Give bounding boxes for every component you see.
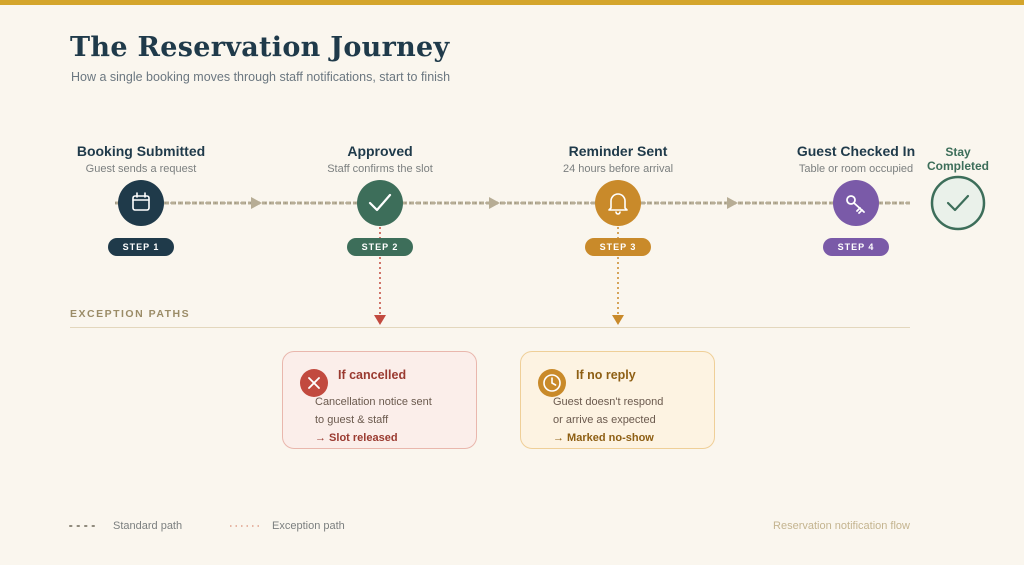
clock-icon-badge [538, 369, 566, 397]
step-desc-4: Table or room occupied [798, 163, 914, 175]
exception-arrowhead-cancel [374, 315, 386, 325]
step-node-3 [595, 180, 641, 226]
page-subtitle: How a single booking moves through staff… [71, 70, 451, 84]
step-title-4: Guest Checked In [796, 143, 916, 159]
footer-note: Reservation notification flow [773, 520, 910, 532]
step-desc-3: 24 hours before arrival [562, 163, 674, 175]
card-line-noreply-2: or arrive as expected [553, 414, 656, 426]
step-node-4 [833, 180, 879, 226]
key-icon [846, 195, 865, 214]
section-divider [70, 327, 910, 328]
final-title: Stay Completed [913, 145, 1003, 173]
exception-card-noreply: If no reply Guest doesn't respond or arr… [520, 351, 715, 449]
exception-card-cancel: If cancelled Cancellation notice sent to… [282, 351, 477, 449]
step-badge-2: STEP 2 [347, 238, 413, 256]
step-node-1 [118, 180, 164, 226]
arrowhead-1 [251, 197, 262, 209]
card-line-cancel-1: Cancellation notice sent [315, 396, 432, 408]
bell-icon [608, 193, 628, 215]
step-desc-2: Staff confirms the slot [327, 163, 433, 175]
clock-icon [543, 374, 561, 392]
final-title-line2: Completed [926, 159, 989, 173]
legend-standard-label: Standard path [113, 520, 183, 532]
arrowhead-2 [489, 197, 500, 209]
check-icon [368, 193, 392, 212]
step-title-1: Booking Submitted [76, 143, 206, 159]
card-title-noreply: If no reply [576, 368, 636, 382]
card-result-noreply: → Marked no-show [553, 432, 654, 444]
step-title-2: Approved [347, 143, 413, 159]
arrowhead-3 [727, 197, 738, 209]
check-circle-icon [946, 194, 970, 212]
card-result-cancel: → Slot released [315, 432, 398, 444]
step-node-2 [357, 180, 403, 226]
top-accent-bar [0, 0, 1024, 5]
close-icon-badge [300, 369, 328, 397]
close-icon [308, 377, 320, 389]
exception-section-label: EXCEPTION PATHS [70, 308, 191, 320]
legend-exception-label: Exception path [272, 520, 345, 532]
step-title-3: Reminder Sent [568, 143, 668, 159]
step-badge-1: STEP 1 [108, 238, 174, 256]
exception-arrowhead-noreply [612, 315, 624, 325]
card-line-noreply-1: Guest doesn't respond [553, 396, 664, 408]
step-badge-3: STEP 3 [585, 238, 651, 256]
final-title-line1: Stay [945, 145, 971, 159]
step-badge-4: STEP 4 [823, 238, 889, 256]
final-node [930, 175, 986, 231]
step-desc-1: Guest sends a request [85, 163, 197, 175]
card-title-cancel: If cancelled [338, 368, 407, 382]
page-title: The Reservation Journey [70, 32, 450, 63]
card-line-cancel-2: to guest & staff [315, 414, 389, 426]
calendar-icon [132, 192, 150, 211]
